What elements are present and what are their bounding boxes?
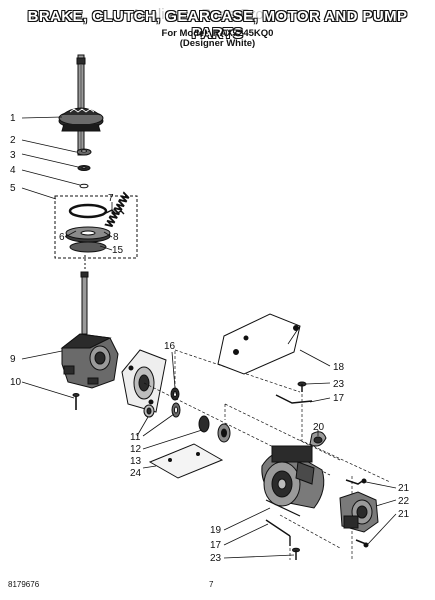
upper-shaft [76, 54, 86, 156]
part-21-clip-upper [345, 478, 367, 485]
callout-21-lower: 21 [398, 509, 410, 520]
brake-rotor [65, 226, 111, 253]
callout-15: 15 [112, 245, 124, 256]
motor [261, 445, 325, 517]
callout-17-bottom: 17 [210, 540, 222, 551]
part-20-clip [309, 431, 327, 447]
part-23-screw-top [297, 381, 307, 392]
callout-5: 5 [10, 183, 16, 194]
part-1-brake-cam [58, 107, 104, 132]
callout-2: 2 [10, 135, 16, 146]
callout-24: 24 [130, 468, 142, 479]
callout-9: 9 [10, 354, 16, 365]
brake-spring-ring [68, 203, 108, 219]
callout-7: 7 [108, 193, 114, 204]
callout-3: 3 [10, 150, 16, 161]
callout-labels: 1 2 3 4 5 7 6 8 15 9 10 16 11 12 13 24 1… [10, 113, 410, 564]
part-9-gearcase [60, 333, 119, 389]
part-13-coupler [198, 415, 231, 443]
page-number: 7 [209, 580, 214, 589]
callout-16: 16 [164, 341, 176, 352]
part-17-bracket-top [275, 394, 313, 404]
part-24-cover-plate [148, 443, 224, 479]
part-17-bracket-bottom [265, 519, 291, 546]
part-12-coupler [171, 402, 181, 418]
callout-10: 10 [10, 377, 22, 388]
callout-22: 22 [398, 496, 410, 507]
part-18-motor-shield [217, 313, 301, 375]
color-subtitle: (Designer White) [179, 38, 256, 49]
callout-12: 12 [130, 444, 142, 455]
part-2-washer [76, 148, 92, 156]
callout-17-top: 17 [333, 393, 345, 404]
callout-11: 11 [130, 432, 141, 443]
callout-6: 6 [59, 232, 65, 243]
callout-23-top: 23 [333, 379, 345, 390]
part-3-ring [77, 165, 91, 171]
part-11-clip [143, 404, 155, 418]
callout-4: 4 [10, 165, 16, 176]
callout-18: 18 [333, 362, 345, 373]
callout-20: 20 [313, 422, 325, 433]
part-10-screw [72, 393, 80, 410]
callout-19: 19 [210, 525, 222, 536]
part-21-clip-lower [355, 539, 369, 548]
part-23-screw-bottom [292, 547, 300, 560]
callout-1: 1 [10, 113, 16, 124]
part-4-clip [79, 183, 89, 189]
part-22-pump [339, 491, 379, 533]
callout-13: 13 [130, 456, 142, 467]
leader-lines [21, 116, 397, 559]
lower-shaft [80, 255, 89, 335]
drawing-number: 8179676 [8, 580, 40, 589]
diagram-title: BRAKE, CLUTCH, GEARCASE, MOTOR AND PUMP … [27, 8, 408, 42]
seal-plate [121, 349, 167, 413]
callout-8: 8 [113, 232, 119, 243]
callout-23-bottom: 23 [210, 553, 222, 564]
model-line: For Model: RAX7245KQ0 [161, 28, 274, 39]
callout-21-upper: 21 [398, 483, 410, 494]
brake-assembly-box [54, 195, 138, 259]
